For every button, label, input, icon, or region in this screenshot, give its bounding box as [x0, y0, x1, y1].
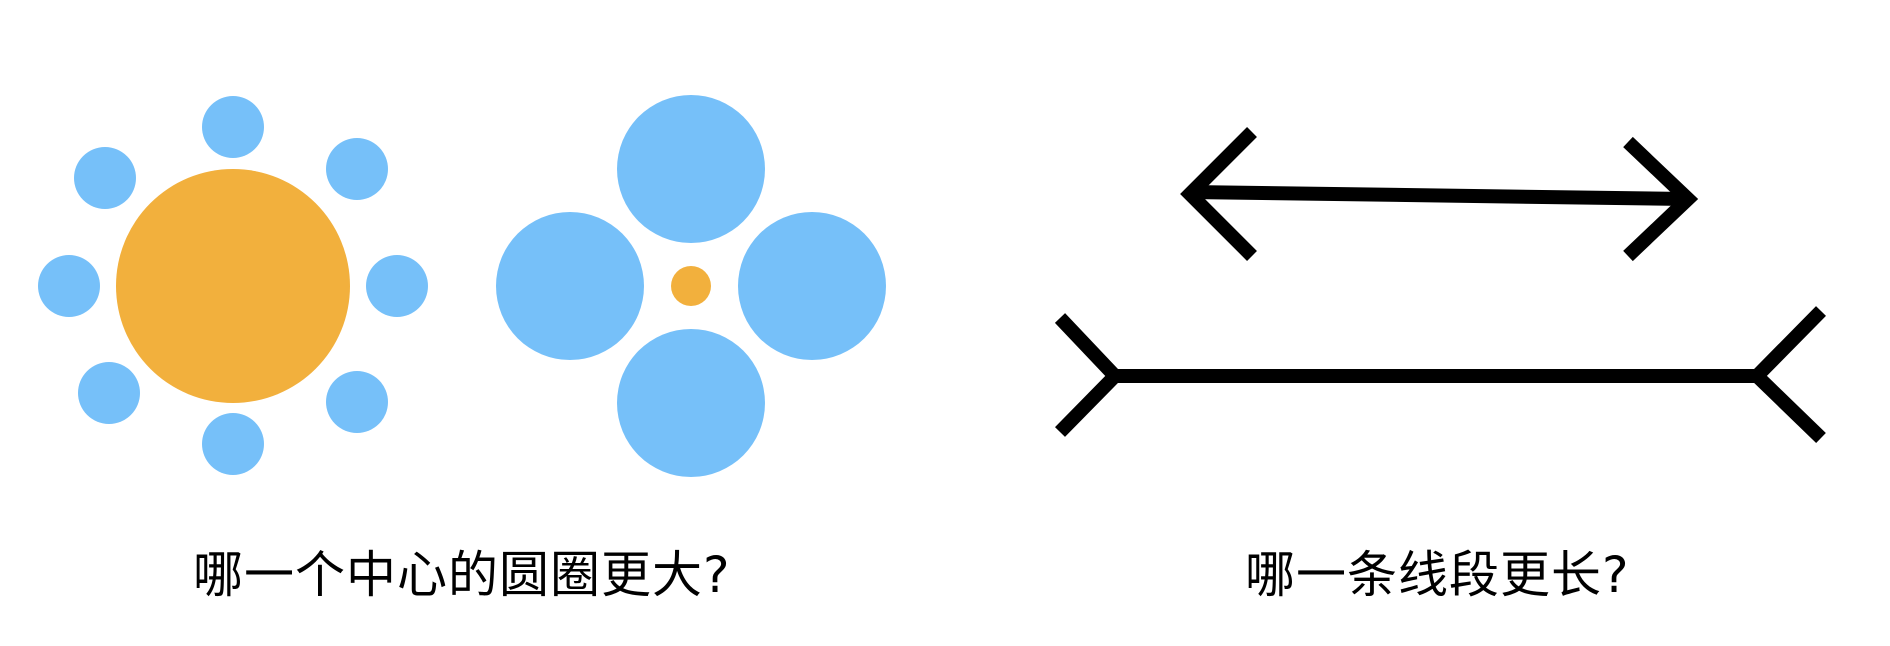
top-line-right-arrowhead [1623, 136, 1699, 262]
bottom-line-right-fin [1747, 306, 1826, 444]
large-surround-circle [617, 95, 765, 243]
muller-lyer-bottom-line-group [1054, 306, 1826, 444]
small-center-circle [671, 266, 711, 306]
large-surround-circle [738, 212, 886, 360]
small-surround-circle [78, 362, 140, 424]
small-surround-circle [74, 147, 136, 209]
ebbinghaus-large-center-group [38, 96, 428, 475]
small-surround-circle [326, 138, 388, 200]
large-surround-circle [617, 329, 765, 477]
small-surround-circle [202, 96, 264, 158]
small-surround-circle [326, 371, 388, 433]
bottom-line-left-fin [1054, 313, 1125, 437]
muller-lyer-question-caption: 哪一条线段更长? [1245, 546, 1630, 604]
top-line-segment [1189, 185, 1689, 206]
large-surround-circle [496, 212, 644, 360]
muller-lyer-top-line-group [1180, 127, 1699, 262]
ebbinghaus-question-caption: 哪一个中心的圆圈更大? [193, 546, 731, 604]
small-surround-circle [202, 413, 264, 475]
ebbinghaus-small-center-group [496, 95, 886, 477]
small-surround-circle [366, 255, 428, 317]
top-line-left-arrowhead [1180, 127, 1257, 261]
large-center-circle [116, 169, 350, 403]
small-surround-circle [38, 255, 100, 317]
